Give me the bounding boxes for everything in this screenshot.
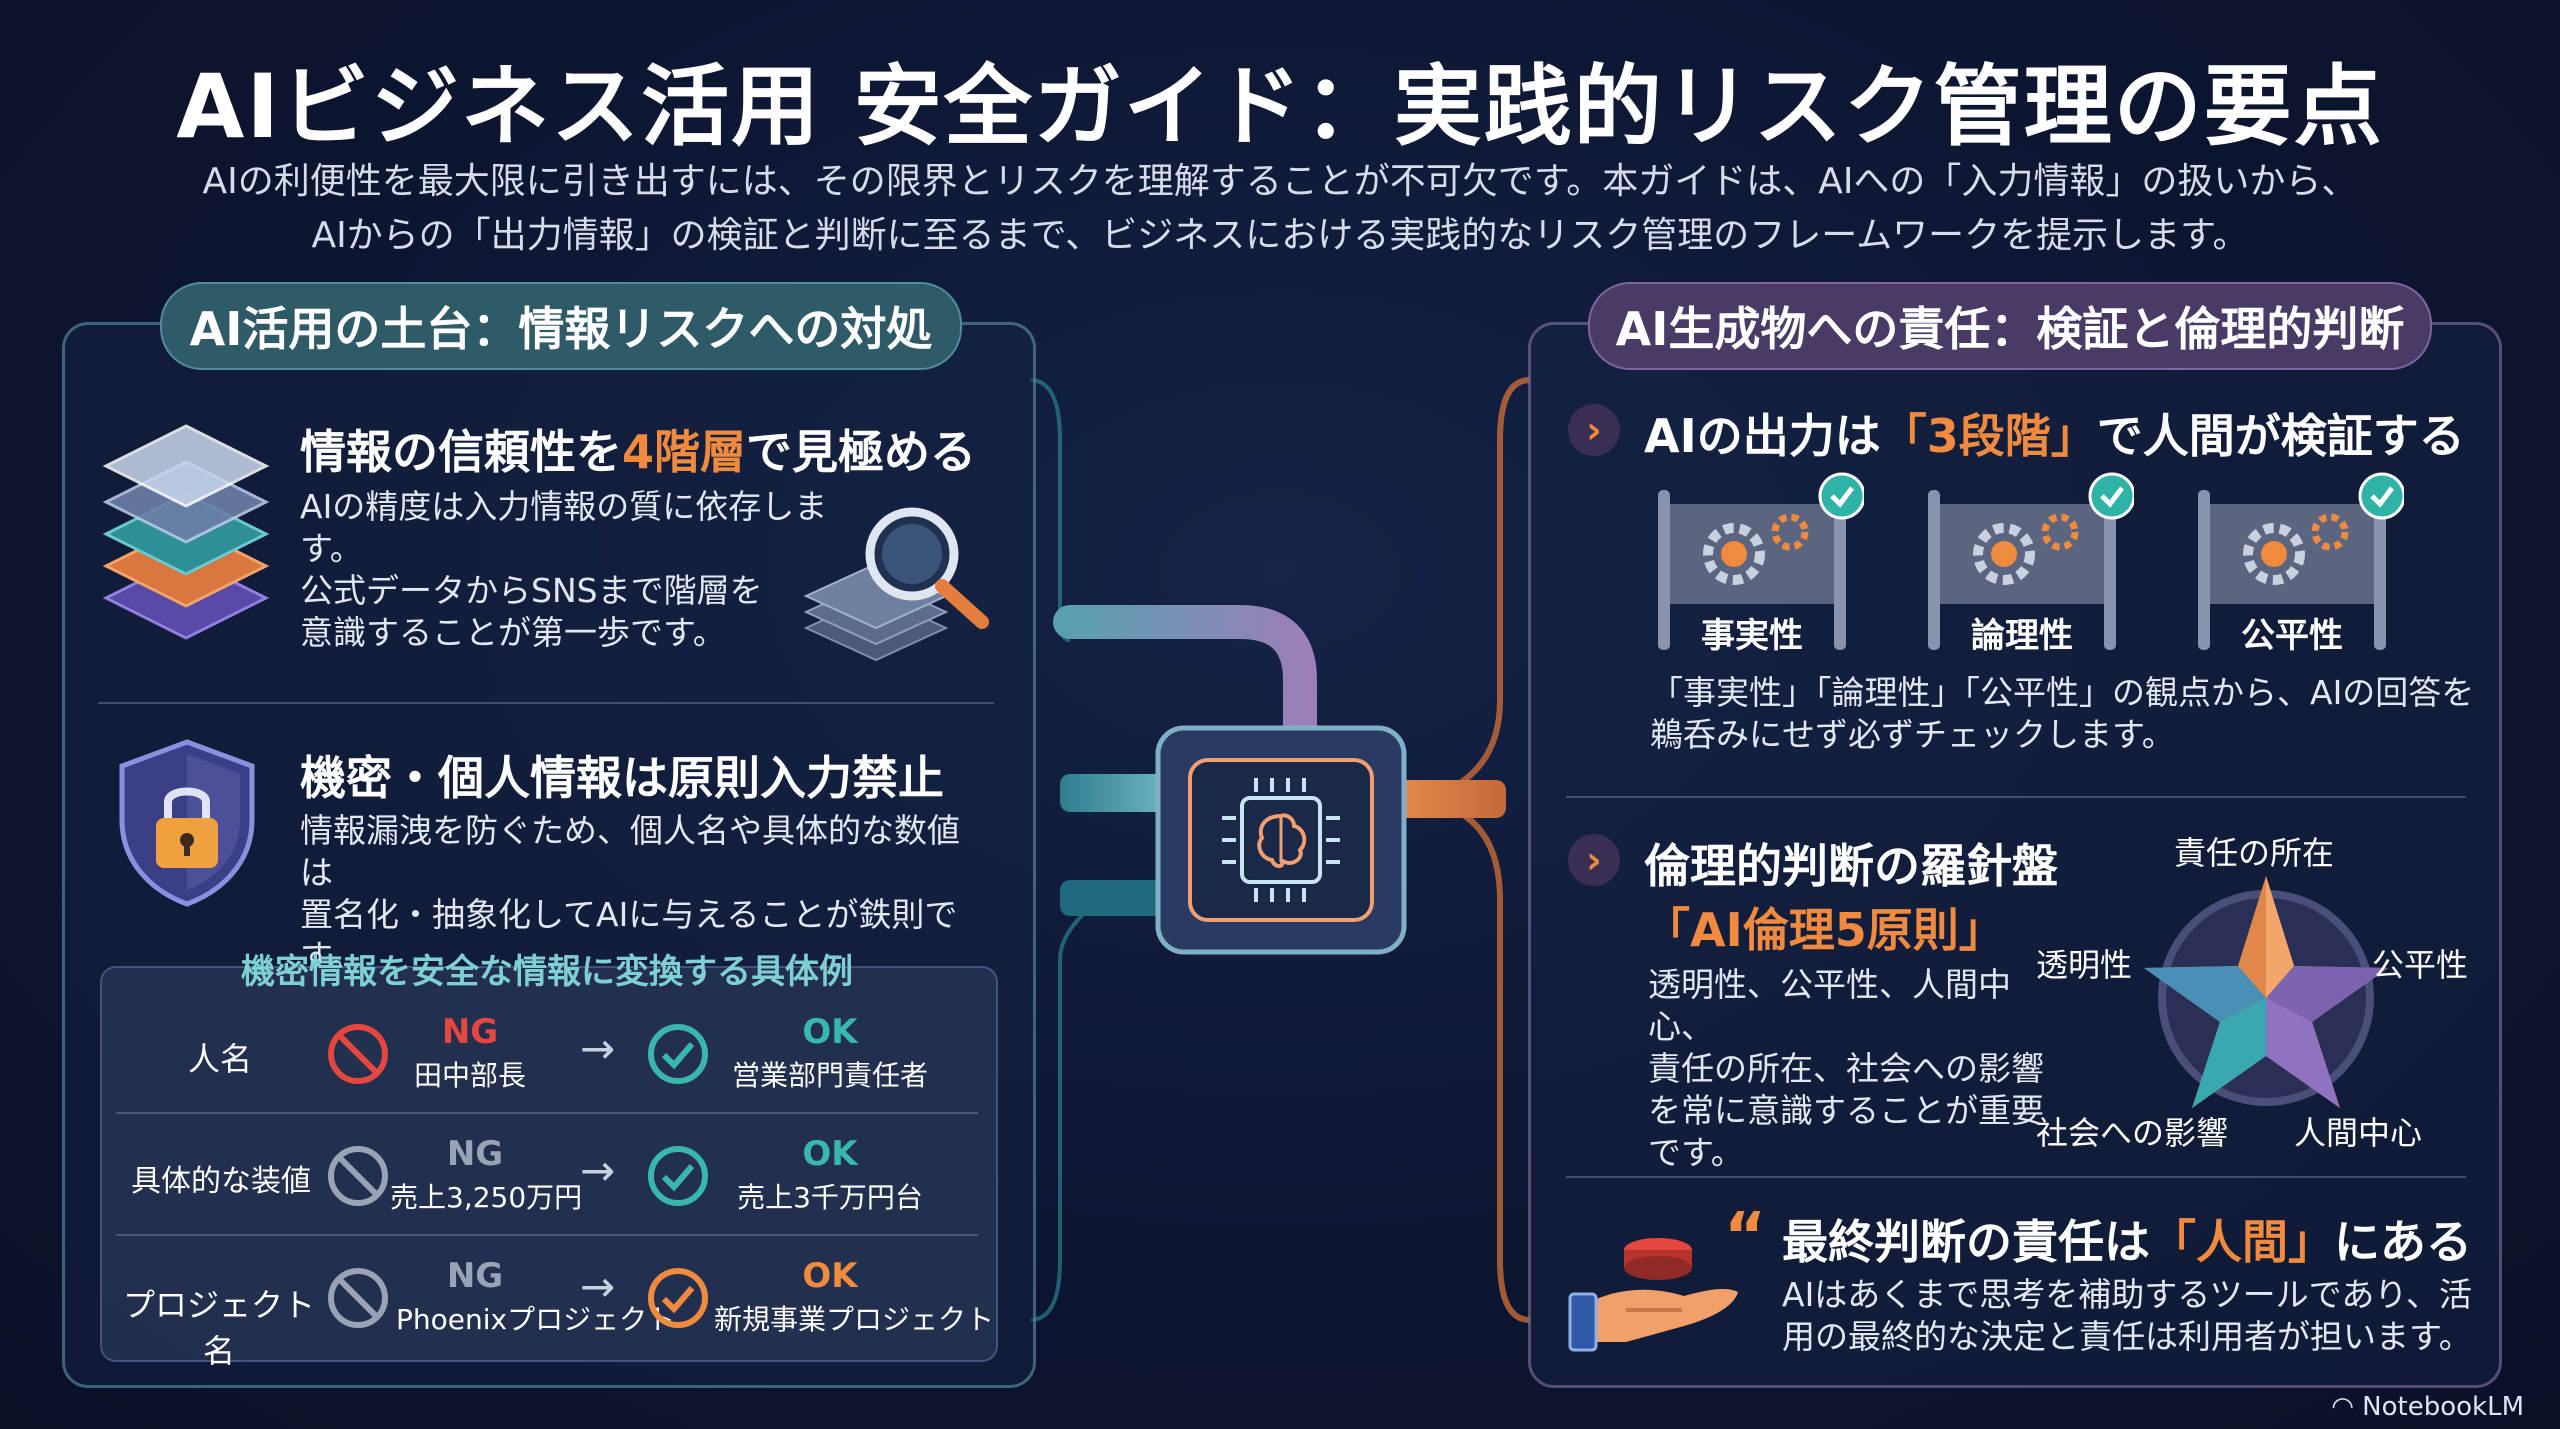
chevron-right-icon: › — [1568, 404, 1620, 456]
ethics-line-2: 責任の所在、社会への影響 — [1648, 1049, 2044, 1088]
brand-label: ◠ NotebookLM — [2331, 1392, 2524, 1422]
conversion-table — [100, 966, 998, 1362]
ok-value: 新規事業プロジェクト — [714, 1303, 995, 1336]
prohibit-icon — [328, 1268, 388, 1328]
check-circle-icon — [648, 1268, 708, 1328]
ng-value: 売上3,250万円 — [390, 1181, 583, 1214]
compass-star-icon — [2144, 876, 2388, 1108]
confidential-line-1: 情報漏洩を防ぐため、個人名や具体的な数値は — [300, 811, 960, 892]
verify-heading: AIの出力は「3段階」で人間が検証する — [1644, 400, 2465, 466]
ng-value: 田中部長 — [413, 1059, 526, 1092]
magnifier-icon — [803, 507, 989, 662]
verify-line-1: 「事実性」「論理性」「公平性」の観点から、AIの回答を — [1650, 673, 2475, 712]
reliability-heading-pre: 情報の信頼性を — [300, 425, 622, 479]
ethics-line-1: 透明性、公平性、人間中心、 — [1648, 965, 2011, 1046]
prohibit-icon — [328, 1146, 388, 1206]
check-circle-icon — [648, 1024, 708, 1084]
verify-heading-accent: 「3段階」 — [1880, 409, 2097, 463]
right-divider — [1566, 1176, 2466, 1178]
row-label-name: 人名 — [187, 1040, 252, 1078]
ethics-heading: 倫理的判断の羅針盤 — [1644, 839, 2058, 893]
verify-line-2: 鵜呑みにせず必ずチェックします。 — [1650, 715, 2175, 754]
final-line-2: 用の最終的な決定と責任は利用者が担います。 — [1782, 1317, 2472, 1356]
final-heading: 最終判断の責任は「人間」にある — [1782, 1206, 2472, 1272]
flag-label-logic: 論理性 — [1971, 616, 2073, 656]
reliability-line-1: AIの精度は入力情報の質に依存します。 — [300, 487, 828, 568]
final-heading-post: にある — [2334, 1215, 2472, 1269]
arrow-right-icon: → — [580, 1024, 616, 1073]
subtitle-line-1: AIの利便性を最大限に引き出すには、その限界とリスクを理解することが不可欠です。… — [202, 161, 2358, 202]
star-label-social-impact: 社会への影響 — [2036, 1114, 2229, 1152]
ng-label: NG — [446, 1134, 504, 1174]
ethics-line-4: です。 — [1648, 1133, 1744, 1172]
ethics-heading-accent: 「AI倫理5原則」 — [1644, 903, 2005, 957]
arrow-right-icon: → — [580, 1262, 616, 1311]
star-label-human-centric: 人間中心 — [2294, 1114, 2423, 1152]
prohibit-icon — [328, 1024, 388, 1084]
arrow-right-icon: → — [580, 1146, 616, 1195]
flag-label-fairness: 公平性 — [2241, 616, 2343, 656]
reliability-line-2: 公式データからSNSまで階層を — [300, 571, 763, 610]
right-panel — [1528, 322, 2502, 1388]
check-circle-icon — [648, 1146, 708, 1206]
conversion-title: 機密情報を安全な情報に変換する具体例 — [241, 952, 853, 992]
final-line-1: AIはあくまで思考を補助するツールであり、活 — [1782, 1275, 2472, 1314]
reliability-line-3: 意識することが第一歩です。 — [300, 613, 726, 652]
verify-heading-post: で人間が検証する — [2096, 409, 2465, 463]
ethics-body: 透明性、公平性、人間中心、 責任の所在、社会への影響 を常に意識することが重要 … — [1648, 964, 2068, 1174]
final-body: AIはあくまで思考を補助するツールであり、活 用の最終的な決定と責任は利用者が担… — [1782, 1274, 2482, 1358]
subtitle-line-2: AIからの「出力情報」の検証と判断に至るまで、ビジネスにおける実践的なリスク管理… — [311, 215, 2249, 256]
final-heading-accent: 「人間」 — [2150, 1215, 2334, 1269]
flag-label-fact: 事実性 — [1701, 616, 1803, 656]
verify-heading-pre: AIの出力は — [1644, 409, 1881, 463]
table-row-divider — [116, 1112, 978, 1114]
table-row-divider — [116, 1234, 978, 1236]
hand-button-icon — [1568, 1238, 1738, 1352]
gate-flag-icon — [1658, 472, 1864, 650]
reliability-heading-accent: 4階層 — [622, 425, 747, 479]
shield-lock-icon — [119, 739, 255, 907]
right-divider — [1566, 796, 2466, 798]
row-label-project: プロジェクト名 — [122, 1286, 315, 1370]
notebooklm-logo-icon: ◠ — [2331, 1392, 2363, 1422]
reliability-body: AIの精度は入力情報の質に依存します。 公式データからSNSまで階層を 意識する… — [300, 486, 860, 654]
brand-text: NotebookLM — [2362, 1392, 2524, 1422]
ok-label: OK — [802, 1256, 858, 1296]
ng-label: NG — [441, 1012, 499, 1052]
ok-label: OK — [802, 1012, 858, 1052]
layers-icon — [102, 424, 270, 640]
ok-value: 営業部門責任者 — [731, 1059, 928, 1092]
star-label-transparency: 透明性 — [2036, 946, 2133, 984]
ok-value: 売上3千万円台 — [737, 1181, 923, 1214]
confidential-heading: 機密・個人情報は原則入力禁止 — [300, 751, 944, 805]
right-section-title: AI生成物への責任：検証と倫理的判断 — [1588, 282, 2432, 370]
page-title: AIビジネス活用 安全ガイド：実践的リスク管理の要点 — [176, 55, 2384, 158]
section-reliability-heading: 情報の信頼性を4階層で見極める — [300, 416, 976, 482]
star-label-responsibility: 責任の所在 — [2174, 834, 2335, 872]
gate-flag-icon — [2198, 472, 2404, 650]
ng-label: NG — [446, 1256, 504, 1296]
verify-body: 「事実性」「論理性」「公平性」の観点から、AIの回答を 鵜呑みにせず必ずチェック… — [1650, 672, 2480, 756]
left-divider — [98, 702, 994, 704]
ethics-line-3: を常に意識することが重要 — [1648, 1091, 2044, 1130]
gate-flag-icon — [1928, 472, 2134, 650]
ok-label: OK — [802, 1134, 858, 1174]
ng-value: Phoenixプロジェクト — [396, 1303, 676, 1336]
reliability-heading-post: で見極める — [746, 425, 977, 479]
row-label-number: 具体的な装値 — [131, 1164, 311, 1199]
chevron-right-icon: › — [1568, 834, 1620, 886]
quote-mark-icon: “ — [1724, 1200, 1767, 1274]
left-section-title: AI活用の土台：情報リスクへの対処 — [160, 282, 962, 370]
star-label-fairness: 公平性 — [2372, 946, 2469, 984]
final-heading-pre: 最終判断の責任は — [1782, 1215, 2150, 1269]
ai-chip-icon — [1222, 778, 1340, 902]
